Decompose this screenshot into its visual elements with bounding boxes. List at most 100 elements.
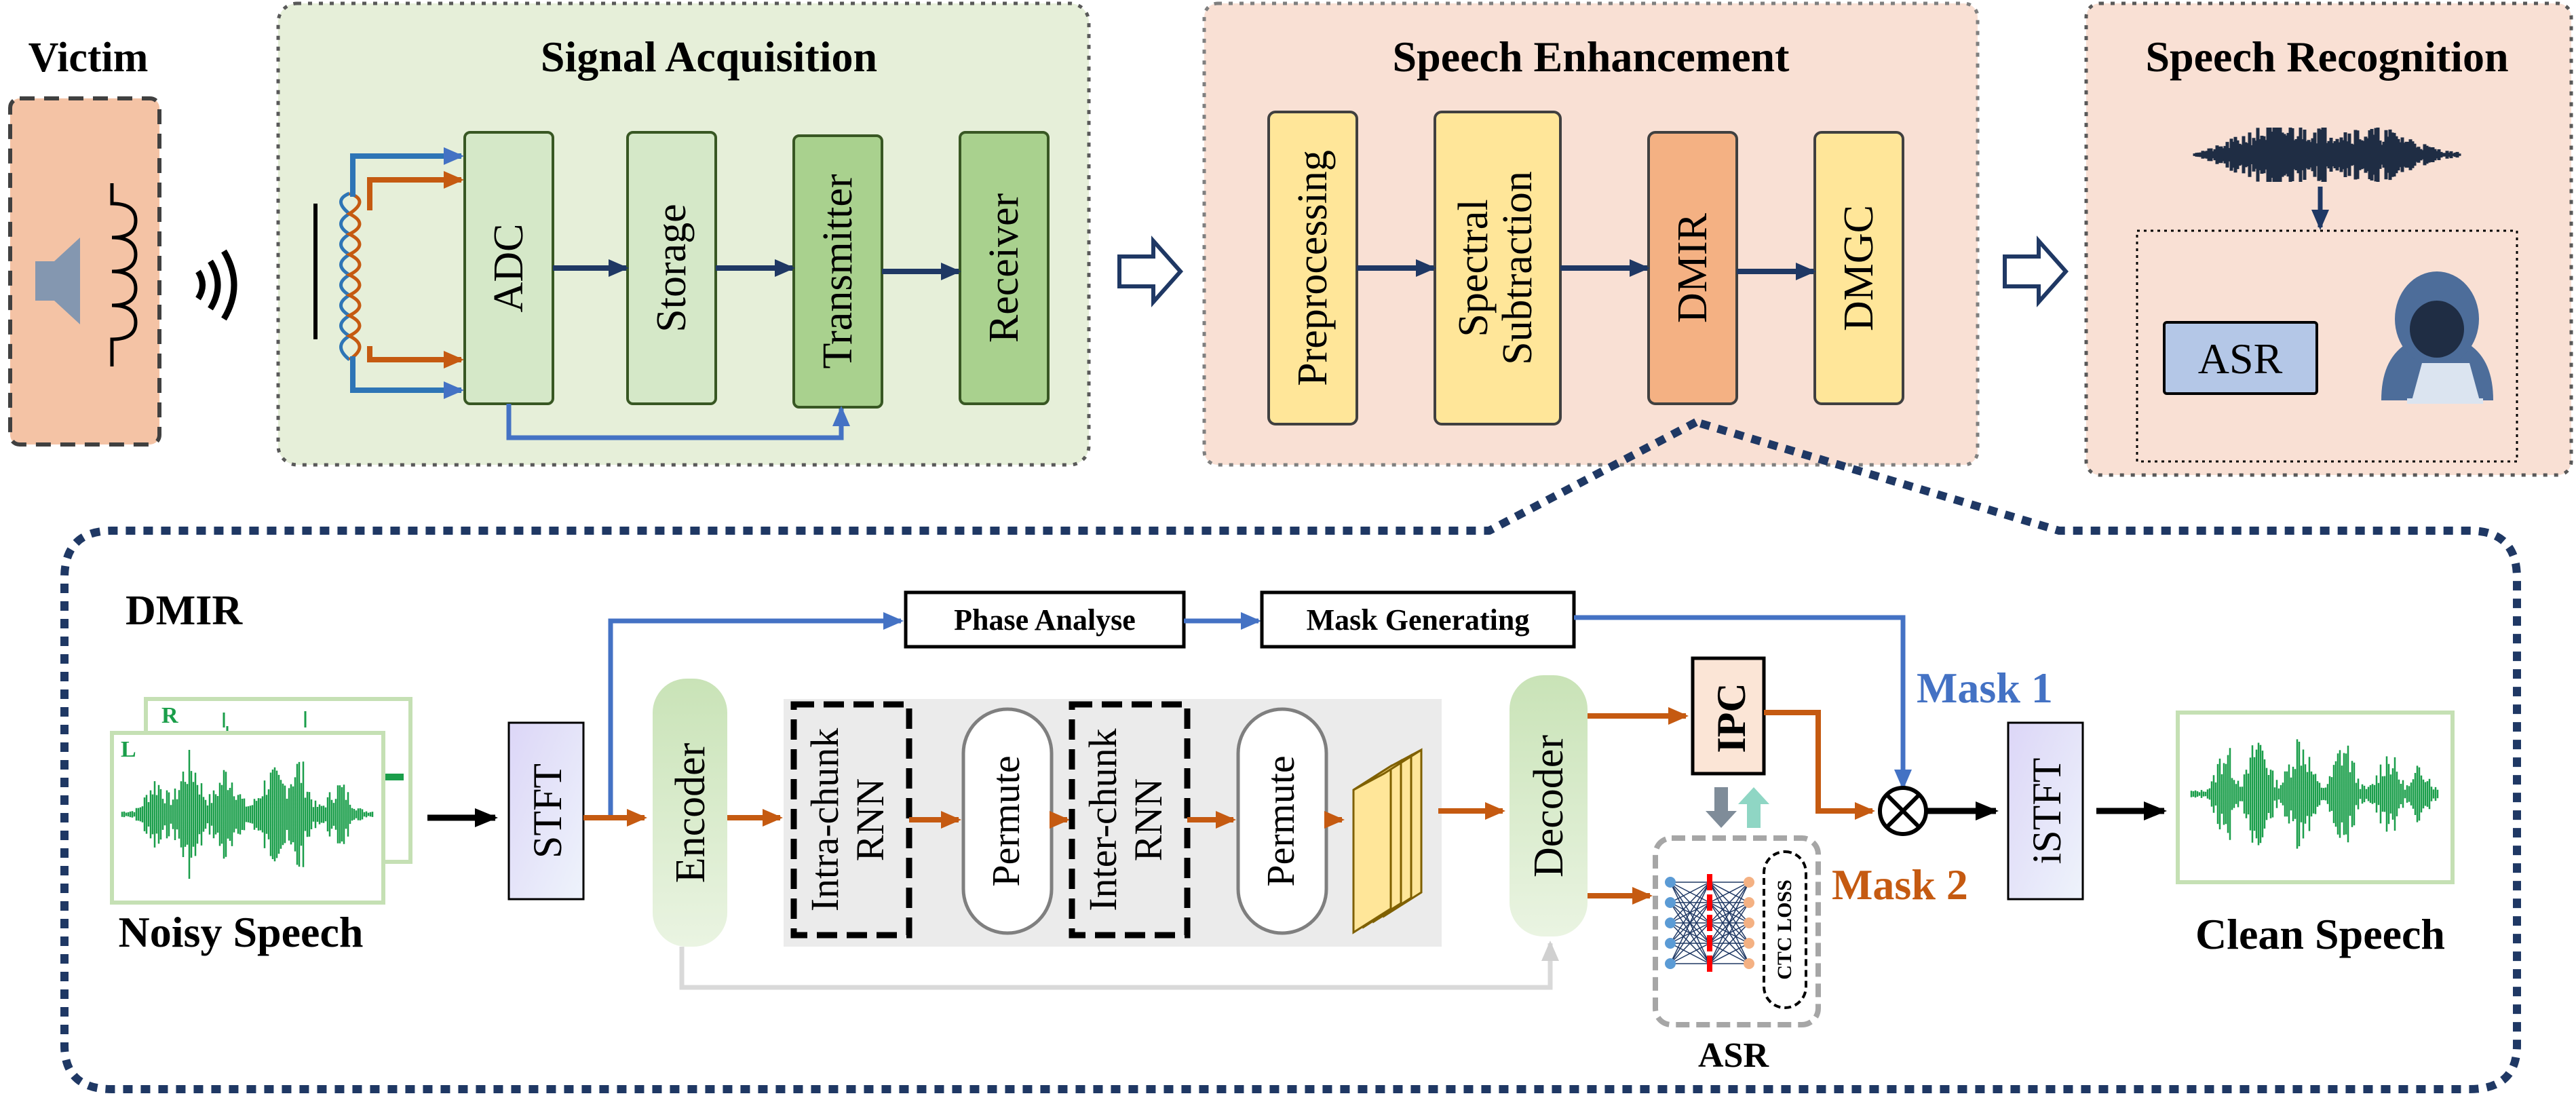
nn-connection	[1709, 902, 1750, 964]
l-channel-waveform	[121, 750, 374, 879]
victim-section: Victim	[8, 35, 161, 447]
ctc-loss-label: CTC LOSS	[1773, 879, 1796, 980]
clean-speech-waveform	[2190, 739, 2439, 849]
nn-node	[1707, 894, 1712, 911]
waveform-trace	[2190, 739, 2439, 849]
flow-arrow-2	[2003, 235, 2069, 307]
speech-enhancement-title: Speech Enhancement	[1393, 33, 1790, 81]
nn-connection	[1670, 943, 1710, 964]
nn-node	[1707, 935, 1712, 951]
sound-wave-icon	[195, 249, 237, 321]
nn-connection	[1709, 922, 1750, 964]
asr-inner-frame	[2136, 229, 2518, 463]
nn-connection	[1670, 882, 1710, 964]
victim-label: Victim	[28, 35, 149, 81]
phase-analyse-label: Phase Analyse	[954, 603, 1136, 637]
audio-waveform-icon	[2193, 128, 2461, 182]
signal-acquisition-title: Signal Acquisition	[541, 33, 877, 81]
nn-node	[1707, 915, 1712, 931]
speech-enhancement-panel: Speech Enhancement Preprocessing Spectra…	[1202, 1, 1980, 467]
nn-connection	[1709, 882, 1750, 964]
stft-block	[507, 721, 585, 901]
dmir-title: DMIR	[126, 588, 243, 634]
hacker-icon	[2381, 271, 2493, 404]
dmir-asr-frame	[1653, 835, 1821, 1027]
permute-label-1: Permute	[984, 755, 1028, 886]
encoder-label: Encoder	[668, 742, 714, 883]
neural-network-icon	[1665, 874, 1754, 972]
dmgc-label: DMGC	[1836, 205, 1882, 331]
nn-connection	[1670, 922, 1710, 964]
nn-connection	[1670, 882, 1710, 924]
signal-acquisition-panel: Signal Acquisition ADC Storage Transmitt…	[276, 1, 1091, 467]
channel-r-label: R	[161, 703, 178, 728]
intra-chunk-rnn-block	[790, 701, 912, 939]
permute-label-2: Permute	[1258, 755, 1303, 886]
clean-speech-label: Clean Speech	[2195, 910, 2445, 958]
noisy-speech-label: Noisy Speech	[119, 908, 364, 956]
nn-node	[1665, 958, 1676, 969]
intra-chunk-label: Intra-chunk	[803, 728, 847, 912]
intra-rnn-label: RNN	[848, 778, 892, 861]
istft-label: iSTFT	[2024, 758, 2069, 865]
multiply-icon	[1878, 786, 1928, 836]
istft-block	[2007, 721, 2084, 901]
nn-connection	[1670, 882, 1710, 944]
transmitter-label: Transmitter	[815, 174, 861, 368]
ipc-block	[1691, 656, 1766, 776]
preprocessing-label: Preprocessing	[1290, 150, 1336, 386]
nn-node	[1707, 955, 1712, 972]
speech-recognition-title: Speech Recognition	[2145, 33, 2508, 81]
feedback-arrows-icon	[1706, 787, 1769, 828]
nn-connection	[1709, 882, 1750, 944]
nn-connection	[1670, 902, 1710, 964]
adc-label: ADC	[486, 224, 532, 313]
speech-recognition-panel: Speech Recognition ASR	[2084, 1, 2573, 477]
nn-connection	[1670, 882, 1710, 903]
nn-node	[1744, 917, 1754, 928]
receiver-label: Receiver	[981, 193, 1027, 343]
dmir-detail-frame	[60, 418, 2521, 1093]
ipc-label: IPC	[1709, 683, 1754, 753]
nn-node	[1665, 897, 1676, 908]
spectral-label: Spectral	[1450, 199, 1497, 337]
feature-stack-icon	[1352, 748, 1423, 934]
asr-label: ASR	[2198, 335, 2283, 383]
encoder-block	[653, 679, 727, 947]
mask-generating-label: Mask Generating	[1307, 603, 1530, 637]
mask1-label: Mask 1	[1917, 664, 2053, 712]
nn-node	[1665, 938, 1676, 949]
decoder-label: Decoder	[1526, 735, 1572, 877]
dmir-asr-label: ASR	[1698, 1036, 1769, 1075]
nn-node	[1744, 938, 1754, 949]
nn-node	[1744, 958, 1754, 969]
waveform-trace	[121, 750, 374, 879]
storage-label: Storage	[649, 204, 695, 332]
inter-rnn-label: RNN	[1126, 778, 1170, 861]
coil-icon	[110, 183, 138, 366]
dmir-block-label: DMIR	[1670, 212, 1716, 323]
nn-node	[1665, 877, 1676, 888]
stft-label: STFT	[525, 763, 570, 858]
asr-block	[2163, 321, 2318, 395]
nn-node	[1744, 877, 1754, 888]
speaker-icon	[35, 238, 80, 324]
transformer-coil-icon	[313, 147, 464, 399]
channel-l-label: L	[121, 737, 136, 762]
decoder-block	[1510, 675, 1588, 936]
nn-connection	[1709, 943, 1750, 964]
waveform-trace	[2193, 128, 2461, 182]
nn-connection	[1709, 882, 1750, 924]
nn-node	[1707, 874, 1712, 890]
waveform-tail	[377, 774, 404, 780]
inter-chunk-label: Inter-chunk	[1081, 728, 1125, 911]
noisy-speech-l-card: L	[110, 731, 385, 905]
flow-arrow-1	[1117, 235, 1184, 307]
subtraction-label: Subtraction	[1495, 171, 1541, 365]
phase-analyse-block	[904, 590, 1186, 649]
nn-node	[1665, 917, 1676, 928]
ctc-loss-box	[1763, 850, 1807, 1009]
nn-node	[1744, 897, 1754, 908]
mask2-label: Mask 2	[1832, 860, 1968, 909]
